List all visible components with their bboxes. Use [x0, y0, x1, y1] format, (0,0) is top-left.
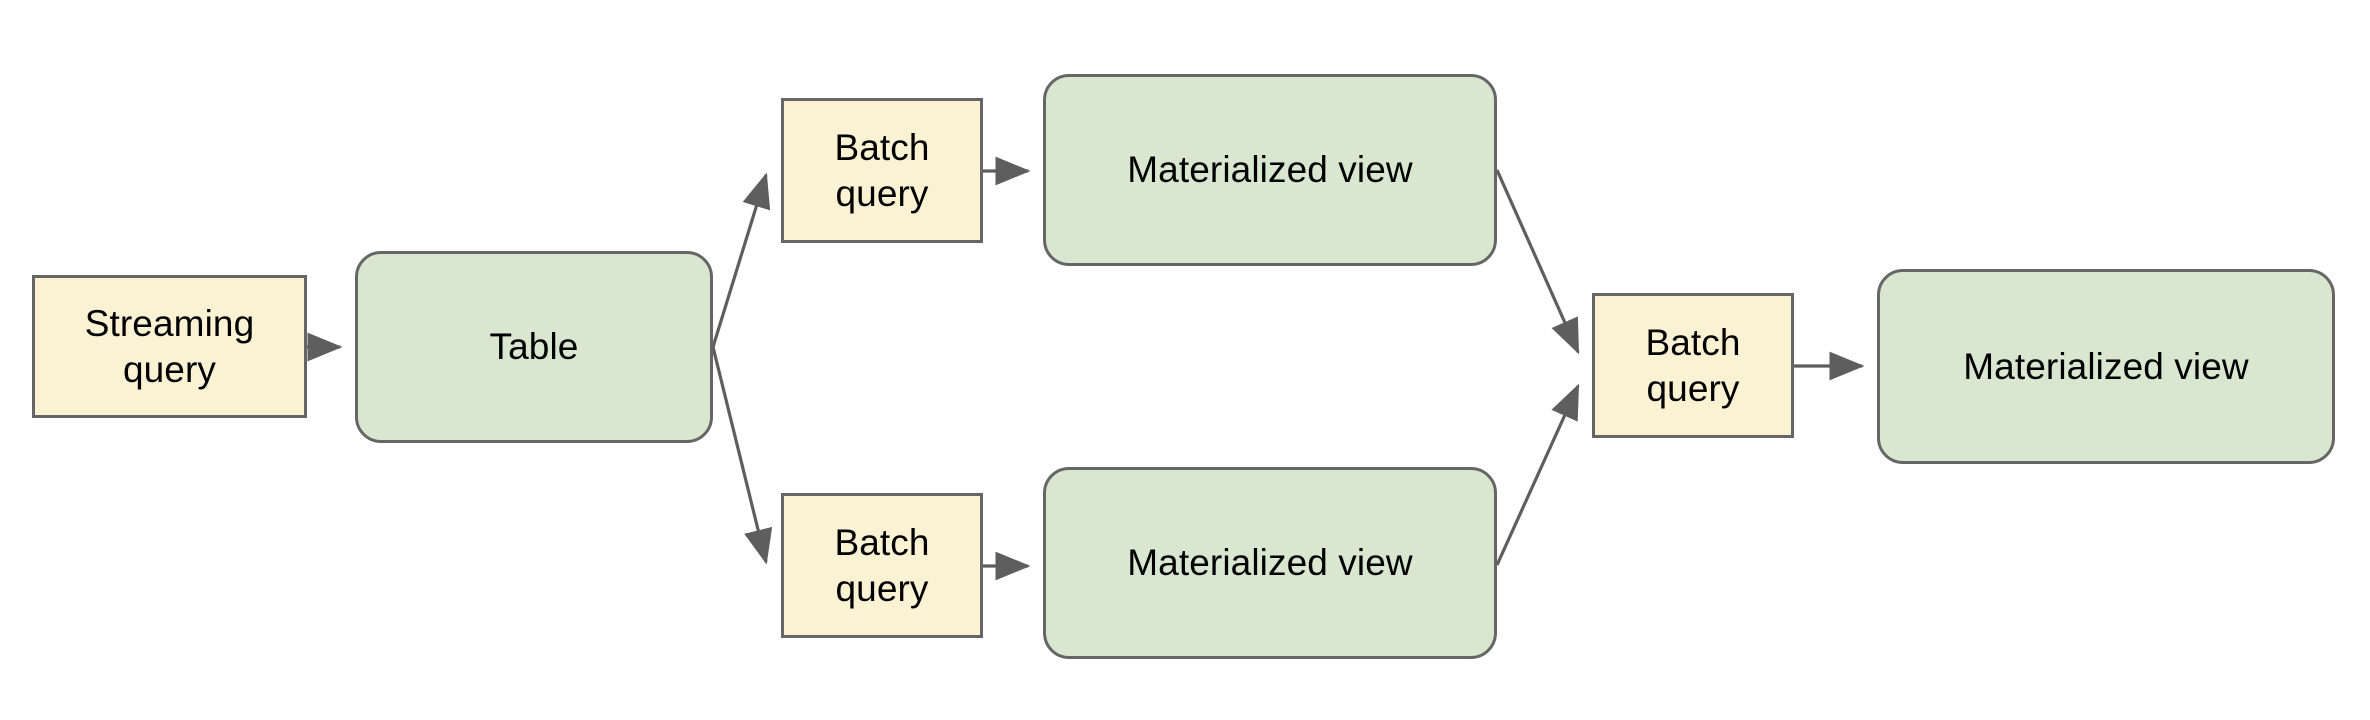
node-label-table: Table	[489, 326, 579, 368]
node-label-streaming-query: Streaming query	[84, 303, 255, 390]
node-batch-query-join[interactable]: Batch query	[1592, 293, 1794, 438]
node-label-batch-query-bottom: Batch query	[834, 522, 930, 609]
edge-table-to-batch-bottom	[711, 346, 773, 565]
node-batch-query-bottom[interactable]: Batch query	[781, 493, 983, 638]
edge-mv-top-to-join	[1495, 169, 1580, 355]
node-label-materialized-view-final: Materialized view	[1963, 345, 2249, 387]
node-label-batch-query-join: Batch query	[1645, 322, 1741, 409]
node-batch-query-top[interactable]: Batch query	[781, 98, 983, 243]
node-label-materialized-view-bottom: Materialized view	[1127, 542, 1413, 584]
node-label-batch-query-top: Batch query	[834, 127, 930, 214]
node-materialized-view-final[interactable]: Materialized view	[1877, 269, 2335, 464]
node-streaming-query[interactable]: Streaming query	[32, 275, 307, 418]
node-materialized-view-bottom[interactable]: Materialized view	[1043, 467, 1497, 659]
edge-table-to-batch-top	[711, 172, 771, 348]
node-label-materialized-view-top: Materialized view	[1127, 149, 1413, 191]
edge-mv-bot-to-join	[1495, 383, 1580, 566]
node-materialized-view-top[interactable]: Materialized view	[1043, 74, 1497, 266]
node-table[interactable]: Table	[355, 251, 713, 443]
